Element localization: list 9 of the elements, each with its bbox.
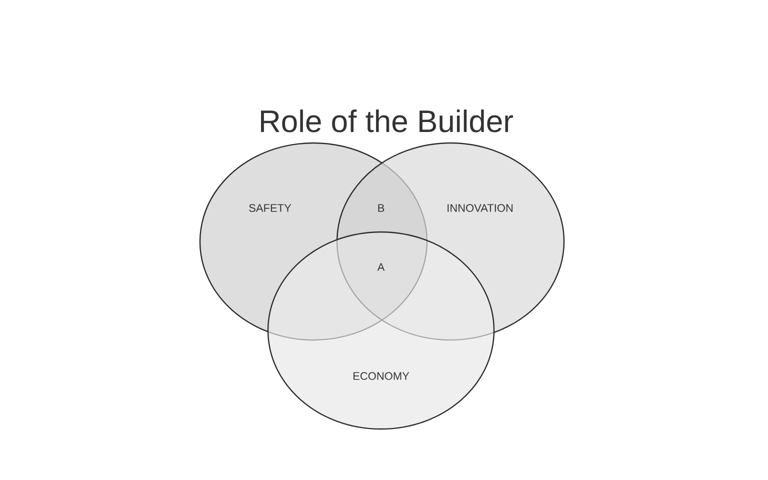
venn-circle	[336, 142, 564, 341]
set-label: INNOVATION	[448, 204, 513, 212]
set-label: ECONOMY	[354, 372, 410, 380]
region-label: A	[377, 263, 385, 271]
set-label: SAFETY	[249, 204, 292, 212]
venn-circle	[200, 142, 428, 341]
region-label: B	[378, 204, 384, 212]
venn-circle	[267, 231, 495, 430]
title: Role of the Builder	[261, 110, 513, 132]
